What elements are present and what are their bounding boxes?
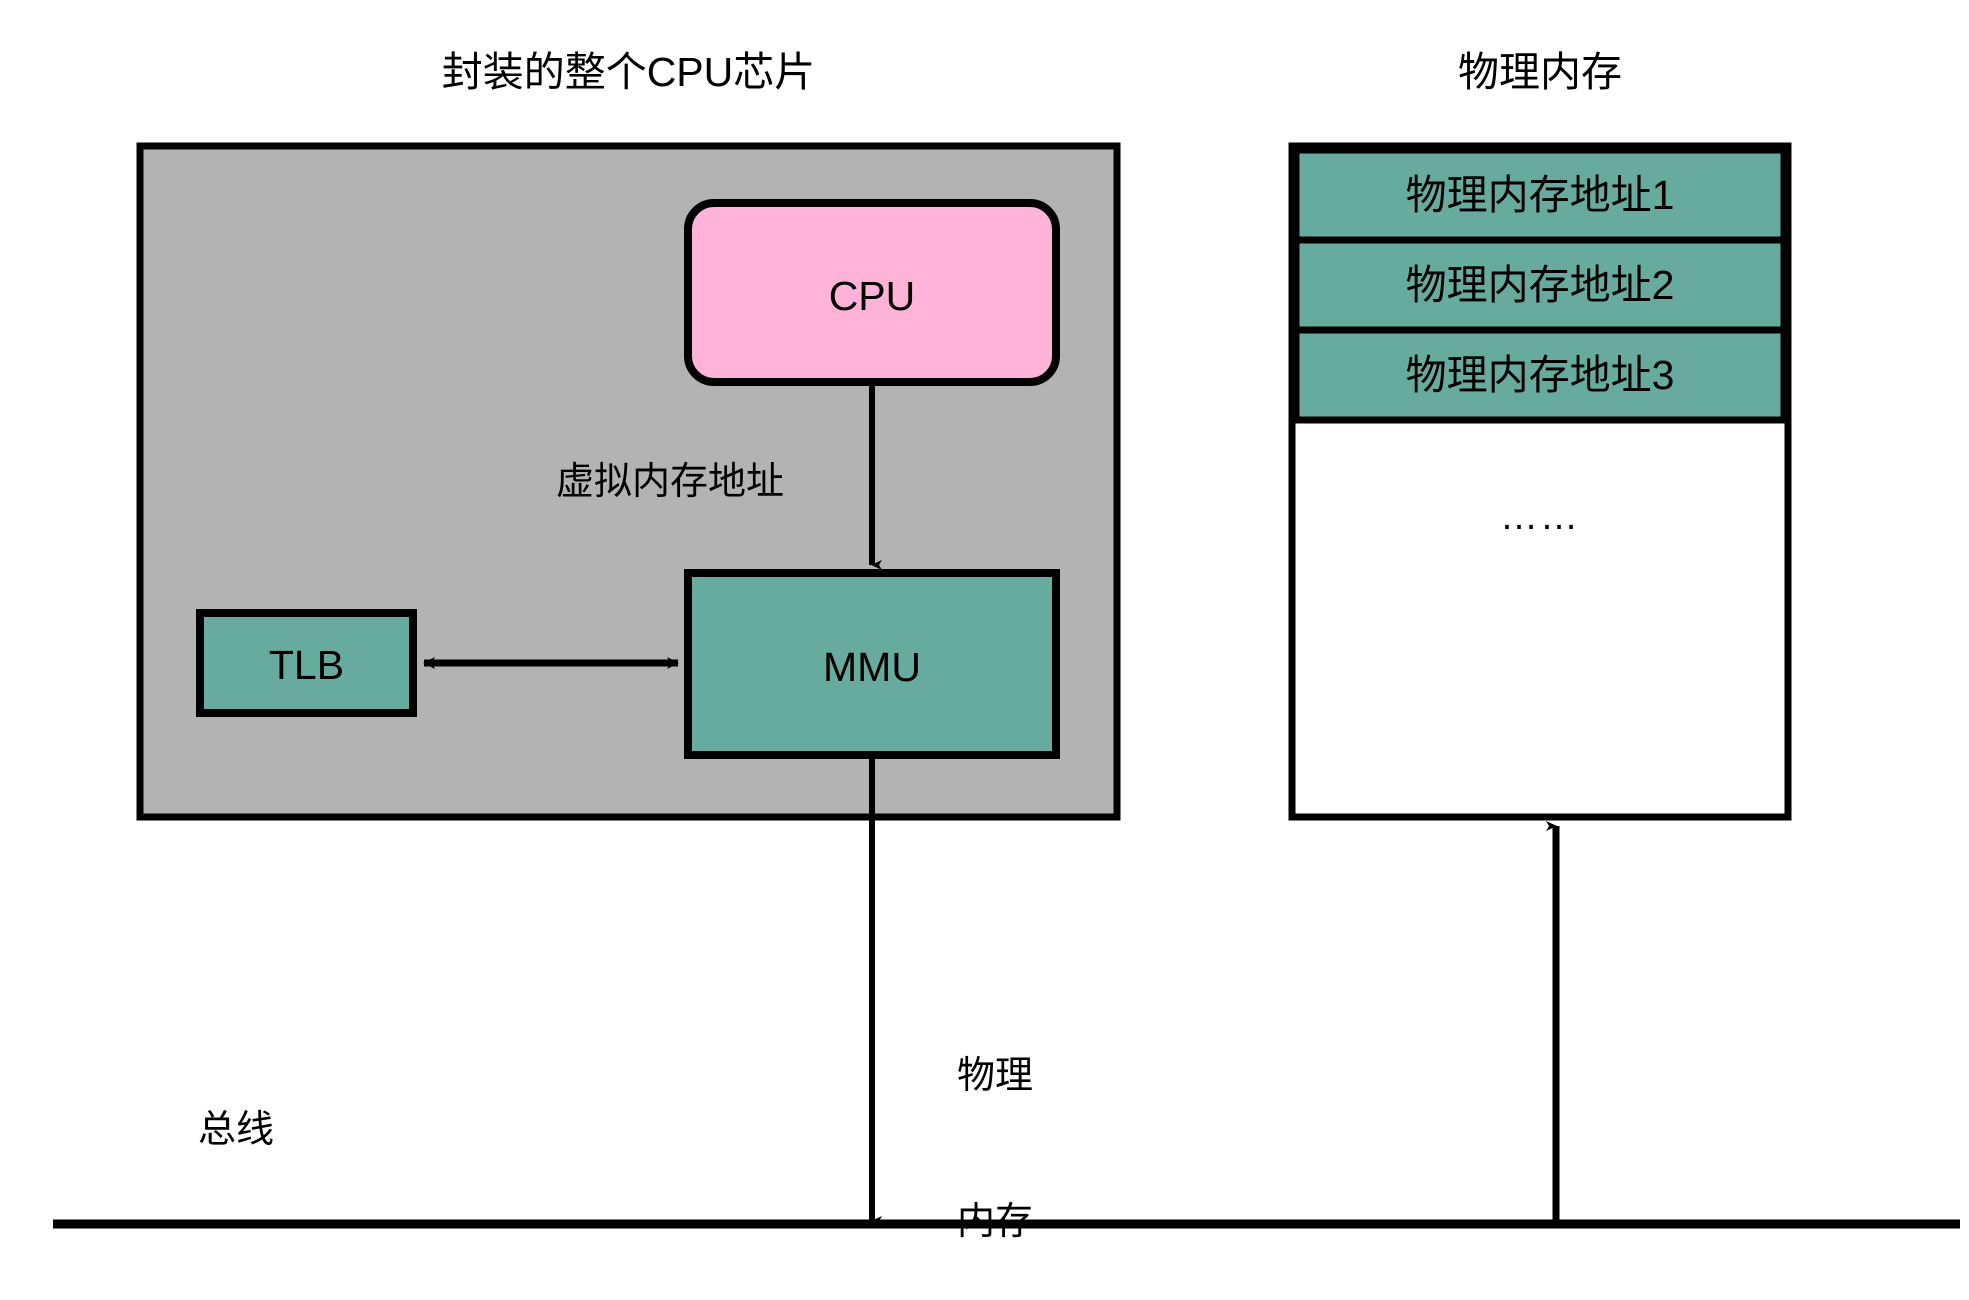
memory-row-label: 物理内存地址2 — [1405, 262, 1675, 308]
memory-row-label: 物理内存地址1 — [1405, 172, 1675, 218]
tlb-block — [196, 609, 417, 717]
physical-address-line-1: 物理 — [956, 1055, 1033, 1098]
tlb-block-label: TLB — [268, 642, 345, 688]
mmu-block-label: MMU — [823, 644, 921, 690]
physical-address-line-2: 内存 — [956, 1201, 1033, 1244]
memory-row-label: 物理内存地址3 — [1405, 352, 1675, 398]
virtual-address-label: 虚拟内存地址 — [556, 461, 785, 503]
cpu-block — [684, 199, 1060, 386]
cpu-block-label: CPU — [828, 273, 916, 319]
memory-title: 物理内存 — [1458, 49, 1622, 95]
chip-title: 封装的整个CPU芯片 — [441, 49, 816, 95]
memory-row-cell — [1292, 236, 1788, 334]
memory-row-cell — [1292, 146, 1788, 244]
bus-label: 总线 — [198, 1109, 275, 1151]
physical-address-label: 物理 内存 地址 — [930, 955, 1060, 1300]
memory-row-cell — [1292, 326, 1788, 424]
memory-empty-cell-label: …… — [1500, 496, 1580, 538]
